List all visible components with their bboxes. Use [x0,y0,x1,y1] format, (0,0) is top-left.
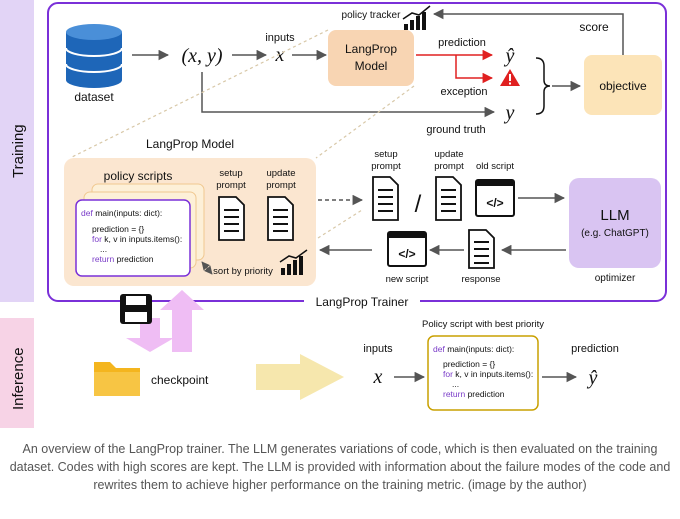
inputs-tuple: (x, y) [181,45,222,67]
objective-label: objective [599,79,647,93]
code-line-2: prediction = {} [92,224,144,234]
best-policy-card [427,335,539,411]
document-icon [372,176,399,221]
document-icon [435,176,462,221]
trainer-label: LangProp Trainer [316,295,409,309]
llm-title: LLM [600,207,629,224]
llm-box [569,178,661,268]
best-code-line-1: def main(inputs: dict): [433,344,514,354]
setup-prompt-line1-right: setup [374,149,397,160]
bar-chart-icon [279,249,308,275]
policy-scripts-title: policy scripts [104,169,173,183]
setup-prompt-line2-right: prompt [371,161,401,172]
code-window-icon: </> [475,179,515,217]
brace [535,57,551,115]
training-tab [0,0,34,302]
best-code-line-5: return prediction [443,389,505,399]
llm-subtitle: (e.g. ChatGPT) [581,228,649,239]
new-script-label: new script [386,274,429,285]
svg-text:</>: </> [486,196,503,210]
optimizer-label: optimizer [595,273,636,284]
y-symbol: y [504,102,515,124]
save-icon [120,294,152,324]
policy-tracker-label: policy tracker [342,10,402,21]
code-line-1: def main(inputs: dict): [81,208,162,218]
code-line-3: for k, v in inputs.items(): [92,234,182,244]
exception-label: exception [440,86,487,98]
inference-x-symbol: x [373,366,383,388]
inference-tab [0,318,34,428]
svg-text:</>: </> [398,247,415,261]
document-icon [218,196,245,241]
setup-prompt-line2: prompt [216,180,246,191]
down-arrow [126,318,174,352]
best-code-line-2: prediction = {} [443,359,495,369]
best-code-line-3: for k, v in inputs.items(): [443,369,533,379]
langprop-model-title: LangProp Model [146,137,234,151]
langprop-diagram: Training Inference LangProp Trainer data… [0,0,667,428]
database-icon [65,24,123,88]
model-line1: LangProp [345,42,397,56]
langprop-model-box [328,30,414,86]
checkpoint-label: checkpoint [151,373,209,387]
best-code-line-4: ... [452,379,459,389]
sort-by-priority-label: sort by priority [213,266,273,277]
bar-chart-icon [402,5,431,30]
up-arrow [160,290,204,352]
training-label: Training [10,124,27,178]
inference-prediction-label: prediction [571,343,619,355]
update-prompt-line1: update [266,168,295,179]
old-script-label: old script [476,161,514,172]
update-prompt-line2: prompt [266,180,296,191]
model-line2: Model [355,59,388,73]
inference-yhat-symbol: ŷ [587,367,598,389]
score-label: score [579,20,609,34]
ground-truth-label: ground truth [426,124,485,136]
dataset-label: dataset [74,90,114,104]
code-line-5: return prediction [92,254,154,264]
inference-label: Inference [10,347,27,410]
figure-caption: An overview of the LangProp trainer. The… [9,442,671,492]
folder-icon [94,362,140,396]
response-label: response [461,274,500,285]
document-icon [468,229,495,269]
objective-box [584,55,662,115]
inference-inputs-label: inputs [363,343,393,355]
update-prompt-line1-right: update [434,149,463,160]
code-window-icon: </> [387,231,427,267]
update-prompt-line2-right: prompt [434,161,464,172]
best-policy-title: Policy script with best priority [422,319,544,330]
inputs-label: inputs [265,32,295,44]
code-card [75,199,191,277]
code-line-4: ... [100,244,107,254]
x-symbol: x [275,44,285,66]
setup-prompt-line1: setup [219,168,242,179]
warning-icon [500,69,520,86]
yellow-arrow [256,354,344,400]
prediction-label: prediction [438,37,486,49]
yhat-symbol: ŷ [504,45,515,67]
slash: / [415,191,422,218]
document-icon [267,196,294,241]
